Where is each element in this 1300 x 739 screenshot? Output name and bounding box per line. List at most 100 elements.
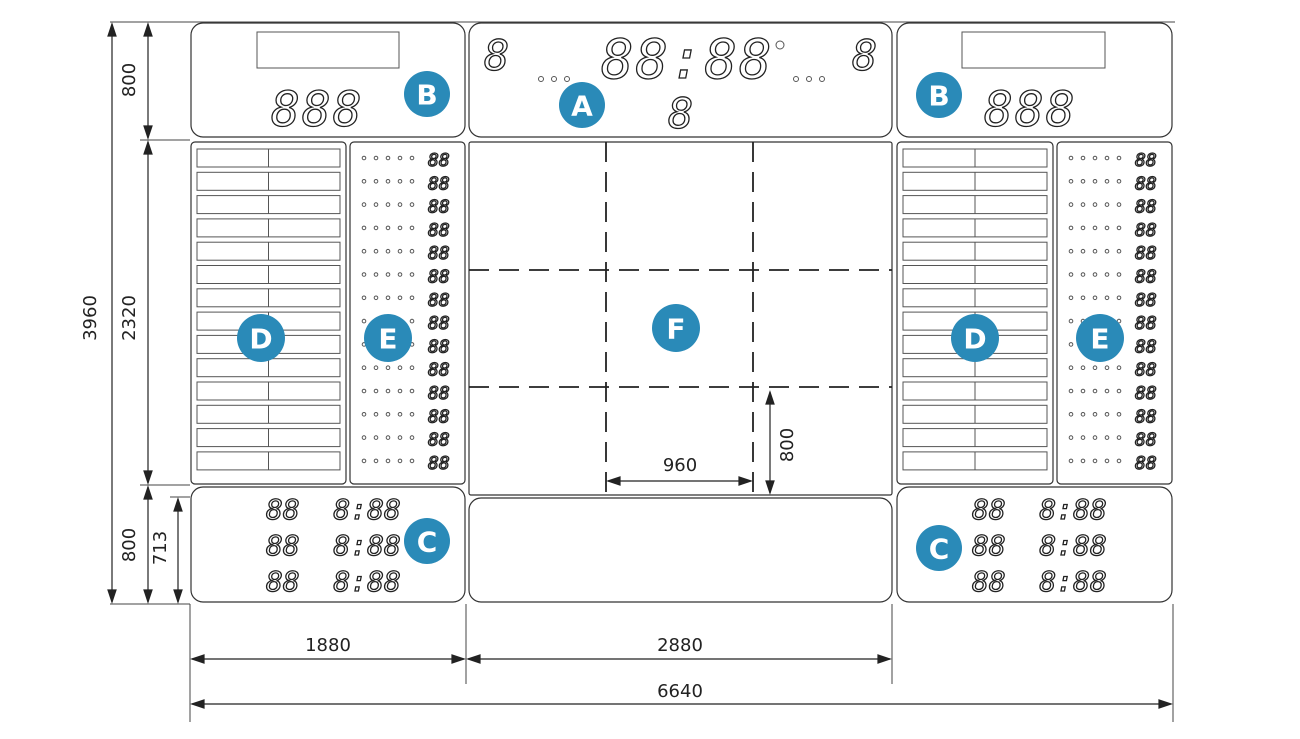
foul-indicator-dot bbox=[1116, 388, 1122, 394]
foul-row-digits: 88 bbox=[428, 290, 450, 311]
foul-indicator-dot bbox=[1116, 179, 1122, 184]
foul-indicator-dot bbox=[1092, 272, 1098, 277]
c-left-row-1: 88 8:88 bbox=[266, 493, 401, 526]
foul-indicator-dot bbox=[1080, 248, 1086, 254]
foul-indicator-dot bbox=[1068, 412, 1074, 417]
dim-bottom-inner: 713 bbox=[150, 531, 171, 565]
badge-d-right-label: D bbox=[963, 323, 986, 356]
foul-indicator-dot bbox=[397, 179, 403, 184]
foul-row-digits: 88 bbox=[428, 313, 450, 334]
foul-indicator-dot bbox=[1092, 179, 1098, 184]
panel-bottom-center bbox=[468, 497, 893, 603]
badge-e-right-label: E bbox=[1090, 323, 1109, 356]
foul-indicator-dot bbox=[373, 435, 379, 440]
foul-indicator-dot bbox=[1068, 365, 1074, 371]
foul-indicator-dot bbox=[1104, 179, 1110, 184]
foul-indicator-dot bbox=[1080, 179, 1086, 184]
foul-indicator-dot bbox=[373, 295, 379, 301]
foul-indicator-dot bbox=[1092, 225, 1098, 231]
foul-indicator-dot bbox=[373, 155, 379, 161]
foul-indicator-dot bbox=[409, 388, 415, 394]
foul-indicator-dot bbox=[361, 412, 367, 417]
dim-middle-height: 2320 bbox=[119, 295, 140, 341]
foul-indicator-dot bbox=[1068, 155, 1074, 161]
foul-indicator-dot bbox=[1080, 272, 1086, 277]
foul-indicator-dot bbox=[1068, 295, 1074, 301]
badge-b-right-label: B bbox=[928, 80, 949, 113]
badge-d-left bbox=[237, 314, 285, 362]
foul-indicator-dot bbox=[1092, 155, 1098, 161]
foul-indicator-dot bbox=[361, 225, 367, 231]
badge-d-right bbox=[951, 314, 999, 362]
c-right-row-1: 88 8:88 bbox=[972, 493, 1107, 526]
foul-indicator-dot bbox=[1104, 272, 1110, 277]
foul-indicator-dot bbox=[361, 388, 367, 394]
vertical-dimensions bbox=[107, 22, 183, 604]
foul-indicator-dot bbox=[1092, 295, 1098, 301]
foul-indicator-dot bbox=[409, 202, 415, 207]
foul-indicator-dot bbox=[1116, 272, 1122, 277]
a-indicator-dots-right bbox=[793, 76, 825, 82]
foul-indicator-dot bbox=[373, 179, 379, 184]
foul-indicator-dot bbox=[1116, 458, 1122, 464]
foul-row-digits: 88 bbox=[1135, 453, 1157, 474]
foul-indicator-dot bbox=[1068, 272, 1074, 277]
foul-indicator-dot bbox=[409, 458, 415, 464]
foul-row-digits: 88 bbox=[1135, 173, 1157, 194]
foul-indicator-dot bbox=[1104, 365, 1110, 371]
foul-indicator-dot bbox=[397, 295, 403, 301]
foul-indicator-dot bbox=[385, 272, 391, 277]
foul-indicator-dot bbox=[1080, 295, 1086, 301]
foul-indicator-dot bbox=[361, 435, 367, 440]
foul-indicator-dot bbox=[1116, 248, 1122, 254]
foul-indicator-dot bbox=[1068, 435, 1074, 440]
foul-indicator-dot bbox=[361, 272, 367, 277]
a-clock: 88:88 bbox=[601, 28, 774, 91]
foul-indicator-dot bbox=[1104, 388, 1110, 394]
foul-indicator-dot bbox=[409, 365, 415, 371]
foul-indicator-dot bbox=[1080, 155, 1086, 161]
foul-indicator-dot bbox=[409, 225, 415, 231]
foul-indicator-dot bbox=[373, 412, 379, 417]
foul-indicator-dot bbox=[1068, 318, 1074, 324]
foul-indicator-dot bbox=[1104, 295, 1110, 301]
foul-indicator-dot bbox=[1092, 365, 1098, 371]
foul-indicator-dot bbox=[385, 295, 391, 301]
foul-indicator-dot bbox=[397, 272, 403, 277]
foul-indicator-dot bbox=[1080, 435, 1086, 440]
foul-row-digits: 88 bbox=[1135, 336, 1157, 357]
foul-indicator-dot bbox=[397, 202, 403, 207]
foul-row-digits: 88 bbox=[428, 197, 450, 218]
panel-b-left bbox=[190, 22, 466, 138]
foul-row-digits: 88 bbox=[1135, 313, 1157, 334]
foul-indicator-dot bbox=[373, 365, 379, 371]
foul-indicator-dot bbox=[1116, 225, 1122, 231]
foul-indicator-dot bbox=[1068, 388, 1074, 394]
foul-row-digits: 88 bbox=[428, 150, 450, 171]
foul-indicator-dot bbox=[1104, 412, 1110, 417]
foul-indicator-dot bbox=[397, 435, 403, 440]
foul-row-digits: 88 bbox=[1135, 220, 1157, 241]
foul-indicator-dot bbox=[409, 318, 415, 324]
a-left-digit: 8 bbox=[484, 31, 509, 80]
dim-center-column: 2880 bbox=[657, 635, 703, 656]
foul-indicator-dot bbox=[1104, 155, 1110, 161]
extension-lines bbox=[110, 21, 1175, 722]
badge-c-right bbox=[916, 525, 962, 571]
foul-indicator-dot bbox=[361, 202, 367, 207]
foul-indicator-dot bbox=[397, 458, 403, 464]
f-grid-lines bbox=[469, 142, 892, 495]
foul-indicator-dot bbox=[1080, 202, 1086, 207]
foul-row-digits: 88 bbox=[1135, 383, 1157, 404]
foul-indicator-dot bbox=[1116, 295, 1122, 301]
foul-indicator-dot bbox=[385, 435, 391, 440]
foul-indicator-dot bbox=[1080, 225, 1086, 231]
foul-row-digits: 88 bbox=[1135, 290, 1157, 311]
foul-indicator-dot bbox=[1092, 248, 1098, 254]
horizontal-dimensions bbox=[190, 654, 1173, 709]
player-rows-right bbox=[902, 148, 1048, 471]
foul-indicator-dot bbox=[397, 365, 403, 371]
foul-row-digits: 88 bbox=[1135, 360, 1157, 381]
